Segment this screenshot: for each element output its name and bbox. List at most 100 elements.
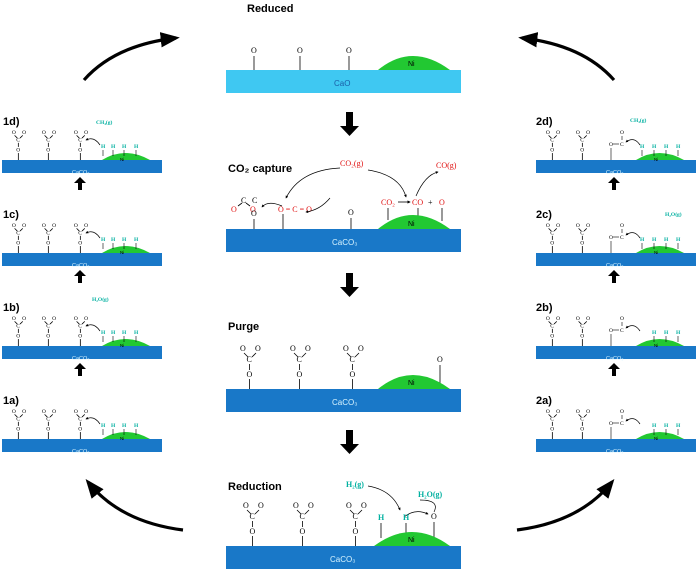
atom-c: C bbox=[46, 137, 50, 143]
bond bbox=[19, 135, 24, 139]
atom-c: C bbox=[78, 137, 82, 143]
atom-o: O bbox=[576, 316, 580, 322]
bond bbox=[243, 352, 249, 358]
adsorbed-o: O bbox=[439, 198, 445, 207]
atom-c: C bbox=[580, 323, 584, 329]
atom-o: O bbox=[16, 148, 20, 154]
bond bbox=[583, 321, 588, 325]
bond bbox=[49, 414, 54, 418]
h-atom: H bbox=[122, 144, 127, 150]
atom-o: O bbox=[580, 148, 584, 154]
bond bbox=[583, 414, 588, 418]
ch4-gas-label: CH₄(g) bbox=[96, 119, 112, 126]
flow-arrow-up bbox=[612, 182, 616, 190]
bond bbox=[81, 321, 86, 325]
bond bbox=[81, 135, 86, 139]
atom-o: O bbox=[580, 427, 584, 433]
nickel-particle bbox=[636, 246, 684, 253]
atom-o: O bbox=[74, 316, 78, 322]
atom-o: O bbox=[353, 527, 359, 536]
atom-o: O bbox=[22, 316, 26, 322]
bond bbox=[296, 509, 302, 515]
nickel-particle bbox=[374, 532, 450, 546]
atom-c: C bbox=[580, 137, 584, 143]
atom-o: O bbox=[609, 328, 613, 334]
h-atom: H bbox=[640, 237, 645, 243]
atom-o: O bbox=[84, 223, 88, 229]
bond bbox=[304, 509, 310, 515]
caco3-support bbox=[2, 160, 162, 173]
panel-label-2c: 2c) bbox=[536, 209, 552, 221]
support-label: CaCO₃ bbox=[606, 263, 624, 269]
atom-o: O bbox=[78, 241, 82, 247]
plus-sign: + bbox=[428, 198, 433, 207]
h-atom: H bbox=[652, 423, 657, 429]
nickel-label: Ni bbox=[120, 436, 124, 441]
h-atom: H bbox=[122, 330, 127, 336]
bond bbox=[81, 414, 86, 418]
atom-o: O bbox=[78, 427, 82, 433]
atom-o: O bbox=[16, 241, 20, 247]
atom-o: O bbox=[620, 409, 624, 415]
nickel-particle bbox=[636, 339, 684, 346]
atom-o: O bbox=[78, 334, 82, 340]
h2o-gas-label: H₂O(g) bbox=[418, 490, 443, 499]
nickel-particle bbox=[636, 432, 684, 439]
atom-c: C bbox=[46, 416, 50, 422]
atom-o: O bbox=[586, 130, 590, 136]
bond bbox=[44, 228, 48, 232]
atom-o: O bbox=[556, 130, 560, 136]
reaction-arrow bbox=[625, 232, 641, 239]
bond bbox=[76, 414, 80, 418]
h-atom: H bbox=[640, 144, 645, 150]
oxygen-sites: O O O bbox=[251, 46, 352, 70]
atom-c: C bbox=[620, 328, 624, 334]
adsorbed-co2: CO₂ bbox=[381, 198, 395, 207]
atom-o: O bbox=[546, 130, 550, 136]
atom-c: C bbox=[580, 230, 584, 236]
bond bbox=[14, 228, 18, 232]
h-atom: H bbox=[676, 423, 681, 429]
bond bbox=[76, 228, 80, 232]
h-atom: H bbox=[664, 144, 669, 150]
atom-o: O bbox=[251, 209, 257, 218]
h-atom: H bbox=[664, 423, 669, 429]
atom-o: O bbox=[346, 501, 352, 510]
atom-o: O bbox=[12, 130, 16, 136]
nickel-label: Ni bbox=[408, 221, 415, 228]
atom-o: O bbox=[305, 344, 311, 353]
h-atom: H bbox=[111, 330, 116, 336]
h-atom: H bbox=[122, 423, 127, 429]
bond bbox=[44, 135, 48, 139]
atom-o: O bbox=[22, 223, 26, 229]
atom-o: O bbox=[251, 46, 257, 55]
atom-o: O bbox=[240, 344, 246, 353]
bond bbox=[19, 414, 24, 418]
atom-o: O bbox=[247, 370, 253, 379]
atom-o: O bbox=[300, 527, 306, 536]
bond bbox=[354, 352, 360, 358]
bond bbox=[19, 228, 24, 232]
bond bbox=[19, 321, 24, 325]
h2o-gas-label: H₂O(g) bbox=[92, 296, 109, 303]
atom-o: O bbox=[46, 334, 50, 340]
h-atom: H bbox=[111, 423, 116, 429]
bond bbox=[254, 509, 260, 515]
panel-label-2a: 2a) bbox=[536, 395, 552, 407]
support-label: CaCO₃ bbox=[332, 398, 357, 407]
h-atom: H bbox=[101, 423, 106, 429]
atom-c: C bbox=[247, 355, 252, 364]
atom-o: O bbox=[343, 344, 349, 353]
atom-o: O bbox=[293, 501, 299, 510]
flow-arrow-up-head bbox=[608, 177, 620, 183]
